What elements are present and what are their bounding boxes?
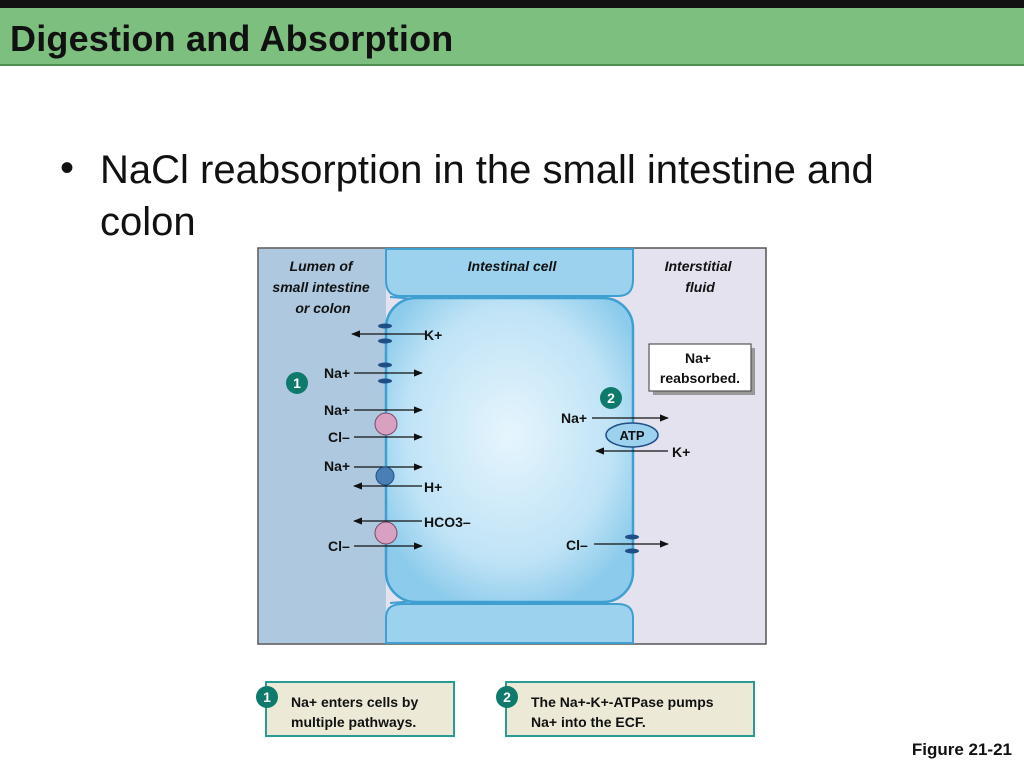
reabsorbed-callout (648, 343, 752, 392)
ion-na-2: Na+ (324, 402, 350, 418)
ion-na-1: Na+ (324, 365, 350, 381)
atp-label: ATP (619, 428, 644, 443)
figure-label: Figure 21-21 (911, 740, 1012, 759)
step-2-badge (600, 387, 622, 409)
slide-title: Digestion and Absorption (10, 18, 454, 59)
legend-2-line2: Na+ into the ECF. (531, 714, 646, 730)
lower-cell (385, 603, 634, 644)
legend-1-line2: multiple pathways. (291, 714, 417, 730)
title-bar: Digestion and Absorption (0, 0, 1024, 66)
cl-channel-upper (625, 534, 639, 540)
k-channel-lower (378, 338, 392, 344)
upper-cell (385, 248, 634, 297)
cell-label: Intestinal cell (468, 258, 558, 274)
na-cl-symporter (374, 412, 398, 436)
legend-step-1: Na+ enters cells by multiple pathways. (265, 681, 455, 737)
bullet-text: NaCl reabsorption in the small intestine… (100, 148, 874, 244)
ion-k-top: K+ (424, 327, 442, 343)
step-1-badge (286, 372, 308, 394)
svg-text:2: 2 (607, 390, 615, 406)
atpase-pump (605, 422, 659, 448)
lumen-label: Lumen of small intestine or colon (272, 258, 373, 316)
legend-2-badge: 2 (496, 686, 518, 708)
interstitial-label: Interstitial fluid (665, 258, 736, 295)
legend-1-badge: 1 (256, 686, 278, 708)
ion-k-pump: K+ (672, 444, 690, 460)
cl-channel-lower (625, 548, 639, 554)
legend-1-line1: Na+ enters cells by (291, 694, 419, 710)
legend-2-line1: The Na+-K+-ATPase pumps (531, 694, 714, 710)
cl-hco3-exchanger (374, 521, 398, 545)
ion-hco3: HCO3– (424, 514, 471, 530)
na-channel-lower (378, 378, 392, 384)
na-channel-upper (378, 362, 392, 368)
bullet-marker: • (60, 146, 75, 190)
ion-cl-2: Cl– (328, 538, 350, 554)
intestinal-cell (384, 296, 635, 604)
ion-h: H+ (424, 479, 442, 495)
na-h-antiporter (375, 466, 395, 486)
ion-na-pump: Na+ (561, 410, 587, 426)
legend-step-2: The Na+-K+-ATPase pumps Na+ into the ECF… (505, 681, 755, 737)
lumen-region (259, 249, 386, 643)
ion-na-3: Na+ (324, 458, 350, 474)
callout-text: Na+ reabsorbed. (660, 350, 740, 386)
ion-cl-right: Cl– (566, 537, 588, 553)
svg-text:1: 1 (293, 375, 301, 391)
k-channel-upper (378, 323, 392, 329)
ion-cl-1: Cl– (328, 429, 350, 445)
